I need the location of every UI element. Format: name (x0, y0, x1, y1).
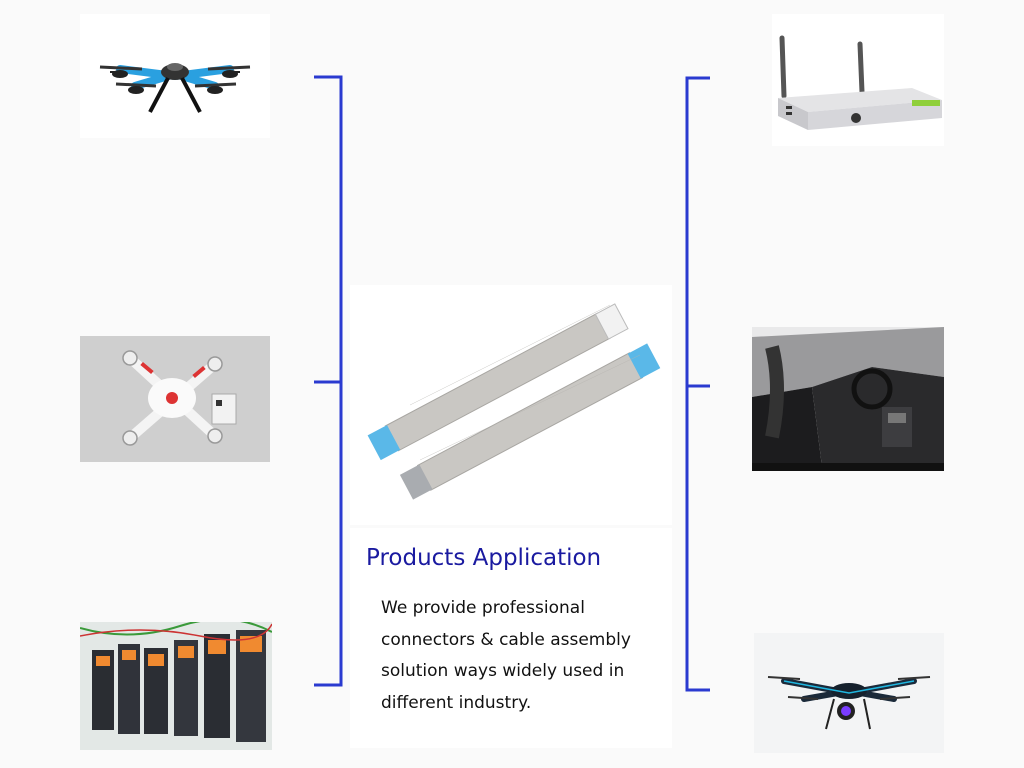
cable-image-card (350, 285, 672, 525)
description-line: different industry. (381, 692, 532, 713)
camera-drone-image (754, 633, 944, 753)
flat-flexible-cable-image (367, 303, 661, 500)
description-line: We provide professional (381, 598, 585, 618)
control-cabinet-image (80, 622, 272, 750)
set-top-box-image (772, 14, 944, 146)
right-bracket (685, 76, 710, 692)
car-interior-image (752, 327, 944, 471)
blue-quadcopter-image (80, 14, 270, 138)
description-line: solution ways widely used in (381, 661, 625, 681)
left-bracket (314, 75, 343, 687)
text-card (350, 528, 672, 748)
description-text: We provide professional connectors & cab… (381, 593, 661, 719)
products-application-heading: Products Application (366, 545, 602, 571)
white-drone-image (80, 336, 270, 462)
description-line: connectors & cable assembly (381, 629, 631, 650)
